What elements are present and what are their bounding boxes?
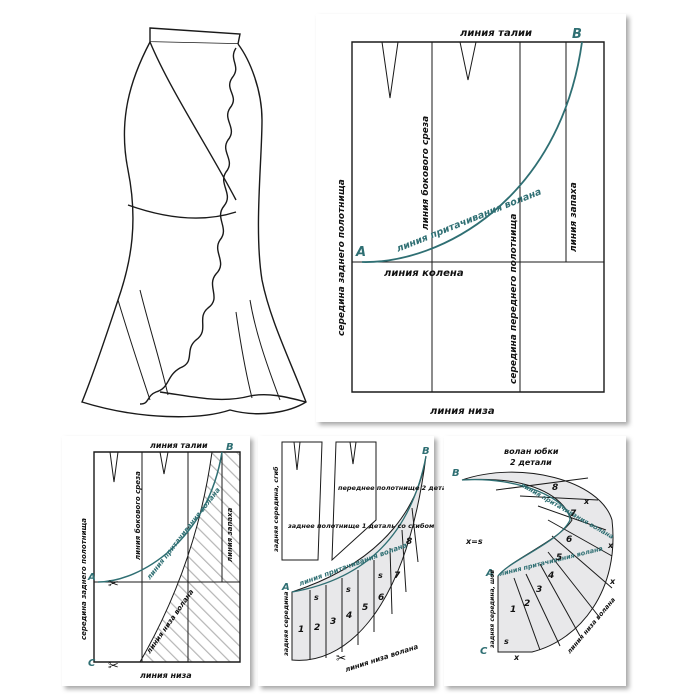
segment-5-number: 5 xyxy=(362,603,368,613)
segment-s-label: s xyxy=(504,637,509,646)
wrap-line-label: линия запаха xyxy=(569,182,579,252)
segment-4-number: 4 xyxy=(547,571,554,581)
flounce-subtitle: 2 детали xyxy=(510,458,552,467)
point-c-label-2: C xyxy=(88,658,96,669)
hatched-area xyxy=(140,452,240,662)
point-a-label-4: A xyxy=(485,568,494,579)
back-center-label-2: середина заднего полотнища xyxy=(80,518,88,640)
segment-s-label: s xyxy=(346,585,351,594)
segment-3-number: 3 xyxy=(330,617,336,627)
segment-s-label: s xyxy=(314,593,319,602)
hem-label: линия низа xyxy=(430,406,495,417)
segment-1-number: 1 xyxy=(298,625,304,635)
x-equals-s-label: x=s xyxy=(465,537,483,546)
segment-x-label: x xyxy=(609,577,616,586)
scissors-icon: ✂ xyxy=(336,651,346,665)
flounce-attach-curve-2 xyxy=(97,451,223,583)
side-seam-label: линия бокового среза xyxy=(420,116,431,230)
point-c-label-4: C xyxy=(480,646,488,657)
flounce-title: волан юбки xyxy=(504,446,559,456)
point-b-label-4: B xyxy=(452,468,460,479)
point-b-label-3: B xyxy=(422,446,430,457)
point-b-label-2: B xyxy=(226,442,234,453)
hem-label-2: линия низа xyxy=(140,671,192,680)
segment-2-number: 2 xyxy=(524,599,530,609)
segment-6-number: 6 xyxy=(378,593,384,603)
segment-8-number: 8 xyxy=(552,483,558,493)
segment-7-number: 7 xyxy=(394,571,401,581)
skirt-sketch xyxy=(81,27,307,418)
knee-label: линия колена xyxy=(384,268,464,279)
segment-7-number: 7 xyxy=(570,509,577,519)
segment-2-number: 2 xyxy=(314,623,320,633)
segment-x-label: x xyxy=(583,497,590,506)
point-a-label: A xyxy=(355,245,366,260)
waist-label: линия талии xyxy=(460,28,532,39)
segment-x-label: x xyxy=(607,541,614,550)
point-a-label-2: A xyxy=(87,572,96,583)
segment-8-number: 8 xyxy=(406,537,412,547)
pattern-panel-1: линия талии B A линия колена линия низа … xyxy=(316,14,626,422)
segment-1-number: 1 xyxy=(510,605,516,615)
segment-x-label: x xyxy=(513,653,520,662)
pattern-panel-3: B A заднее полотнище 1 деталь со сгибом … xyxy=(258,436,456,686)
segment-3-number: 3 xyxy=(536,585,542,595)
segment-4-number: 4 xyxy=(345,611,352,621)
flounce-attach-curve xyxy=(361,41,583,263)
point-a-label-3: A xyxy=(281,582,290,593)
scissors-icon: ✂ xyxy=(108,577,119,592)
waist-label-2: линия талии xyxy=(150,441,208,450)
back-center-label: середина заднего полотнища xyxy=(337,179,347,336)
flounce-attach-curve-4 xyxy=(461,478,571,577)
segment-s-label: s xyxy=(378,571,383,580)
flounce-attach-curve-3 xyxy=(291,455,427,593)
pattern-panel-4: волан юбки 2 детали B A C x=s линия прит… xyxy=(444,436,626,686)
back-piece-label: заднее полотнище 1 деталь со сгибом xyxy=(287,522,435,530)
front-piece-label: переднее полотнище 2 детали xyxy=(338,484,456,492)
back-center-seam-label: задняя середина, шов xyxy=(489,570,496,649)
point-b-label: B xyxy=(572,27,582,42)
segment-5-number: 5 xyxy=(556,553,562,563)
back-center-label-3: задняя середина xyxy=(282,591,290,657)
scissors-icon: ✂ xyxy=(108,659,119,674)
wrap-line-label-2: линия запаха xyxy=(226,507,234,562)
side-seam-label-2: линия бокового среза xyxy=(134,471,142,560)
segment-6-number: 6 xyxy=(566,535,572,545)
front-center-label: середина переднего полотнища xyxy=(509,214,519,384)
pattern-panel-2: линия талии B A C линия низа середина за… xyxy=(62,436,250,686)
back-center-fold-label: задняя середина, сгиб xyxy=(272,466,280,553)
